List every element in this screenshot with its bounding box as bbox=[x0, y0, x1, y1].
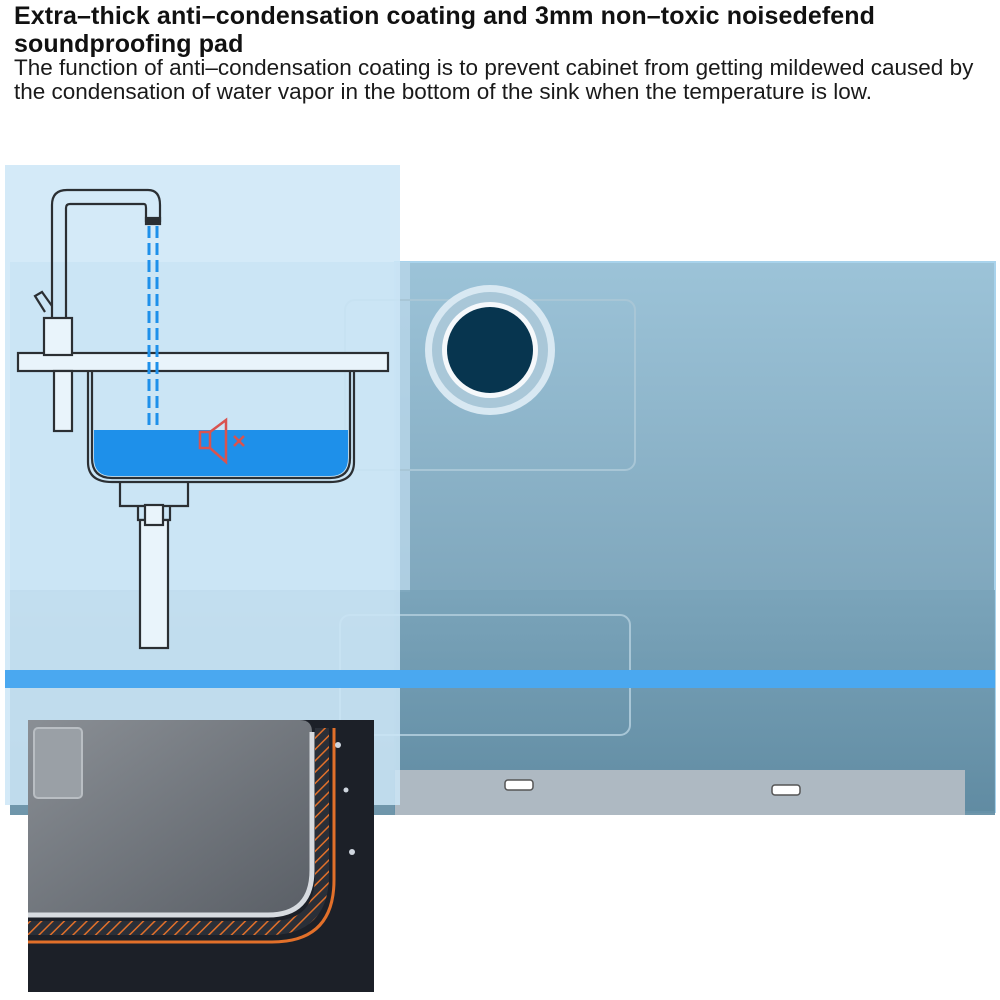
water-fill bbox=[94, 430, 348, 476]
accent-band bbox=[5, 670, 995, 688]
description: The function of anti–condensation coatin… bbox=[14, 55, 974, 104]
mute-speaker-icon bbox=[198, 417, 245, 465]
sink-cross-section bbox=[16, 351, 390, 650]
coating-closeup-inset bbox=[28, 720, 374, 992]
info-panel bbox=[5, 165, 400, 805]
drain bbox=[425, 285, 555, 415]
faucet-icon bbox=[33, 188, 162, 433]
headline: Extra–thick anti–condensation coating an… bbox=[14, 2, 876, 58]
sink-illustration bbox=[0, 150, 1000, 1000]
